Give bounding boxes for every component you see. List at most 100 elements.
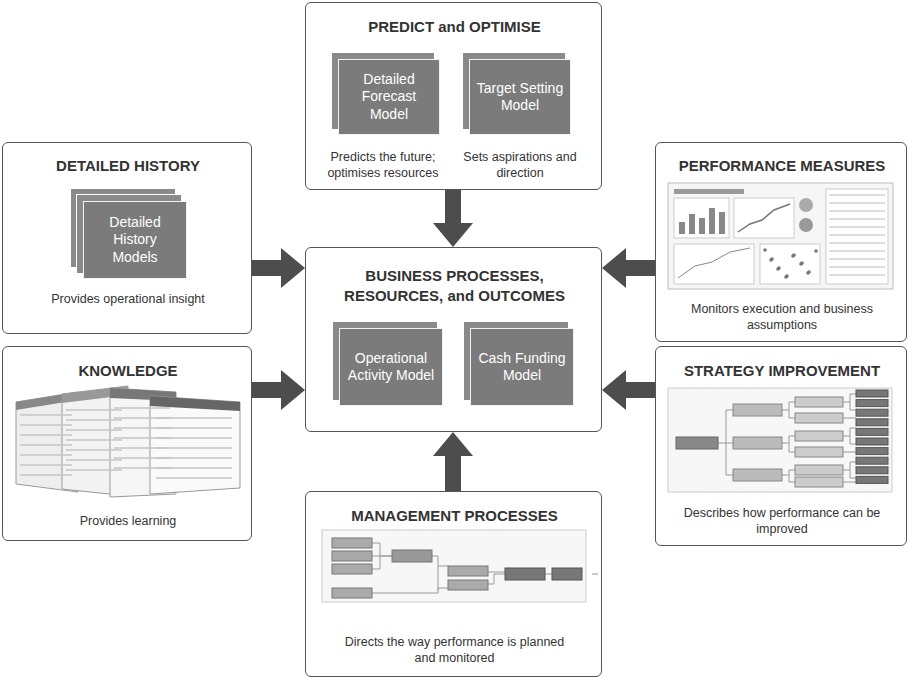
strategy-tree-thumbnail-part — [718, 394, 856, 482]
model-box: Detailed History Models — [83, 201, 187, 279]
dashboard-thumbnail-part-part — [763, 248, 767, 252]
dashboard-thumbnail-part — [699, 218, 705, 234]
flow-arrow — [626, 382, 655, 398]
web-pages-thumbnail-part — [150, 396, 240, 494]
box-heading: BUSINESS PROCESSES, RESOURCES, and OUTCO… — [326, 266, 583, 305]
dashboard-thumbnail-part-part — [799, 262, 803, 266]
process-flow-thumbnail-part — [332, 588, 372, 598]
group-box: KNOWLEDGE Provides learning — [2, 346, 252, 541]
dashboard-thumbnail-part-part — [807, 270, 811, 274]
web-pages-thumbnail-part-part — [156, 427, 232, 429]
dashboard-thumbnail-part-part — [769, 258, 773, 262]
strategy-tree-thumbnail-part-part — [856, 448, 888, 455]
strategy-tree-thumbnail-part — [733, 437, 782, 449]
model-label: Operational Activity Model — [346, 350, 436, 385]
box-heading: KNOWLEDGE — [3, 361, 253, 381]
model-box: Cash Funding Model — [470, 328, 574, 406]
strategy-tree-thumbnail-part — [795, 397, 843, 407]
process-flow-thumbnail-part — [505, 568, 545, 580]
web-pages-thumbnail — [16, 386, 240, 497]
strategy-tree-thumbnail-part — [676, 437, 718, 449]
dashboard-thumbnail-part-part — [784, 275, 788, 279]
web-pages-thumbnail-part-part — [66, 439, 122, 441]
strategy-tree-thumbnail-part — [795, 465, 843, 475]
group-box: STRATEGY IMPROVEMENT Describes how perfor… — [655, 346, 907, 546]
model-box: Operational Activity Model — [339, 328, 443, 406]
model-box: Detailed Forecast Model — [338, 59, 440, 135]
flow-arrow — [252, 382, 281, 398]
dashboard-thumbnail-part — [826, 189, 888, 284]
web-pages-thumbnail-part-part — [156, 417, 232, 419]
dashboard-thumbnail-part — [734, 198, 794, 238]
strategy-tree-thumbnail — [668, 388, 892, 492]
strategy-tree-thumbnail-part — [733, 469, 782, 481]
model-label: Target Setting Model — [476, 80, 564, 115]
box-heading: DETAILED HISTORY — [3, 156, 253, 176]
strategy-tree-thumbnail-part — [733, 404, 782, 416]
dashboard-thumbnail-part-part — [776, 267, 780, 271]
dashboard-thumbnail-part-part — [829, 267, 885, 268]
dashboard-thumbnail-part-part — [829, 195, 885, 196]
web-pages-thumbnail-part-part — [66, 429, 122, 431]
web-pages-thumbnail-part-part — [20, 434, 72, 436]
web-pages-thumbnail-part-part — [114, 407, 170, 409]
group-box: PERFORMANCE MEASURESMonitors execution a… — [655, 142, 907, 342]
box-caption: Provides learning — [28, 513, 228, 529]
web-pages-thumbnail-part-part — [20, 424, 72, 426]
dashboard-thumbnail-part-part — [829, 203, 885, 204]
dashboard-thumbnail-part-part — [829, 235, 885, 236]
dashboard-thumbnail-part-part — [829, 243, 885, 244]
web-pages-thumbnail-part-part — [156, 467, 232, 469]
dashboard-thumbnail-part-part — [792, 253, 796, 257]
dashboard-thumbnail-part — [799, 218, 813, 232]
dashboard-thumbnail-part — [668, 183, 893, 289]
strategy-tree-thumbnail-part-part — [856, 419, 888, 426]
dashboard-thumbnail-part — [709, 208, 715, 234]
process-flow-thumbnail-part-part — [372, 543, 392, 569]
box-caption: Monitors execution and business assumpti… — [672, 301, 892, 334]
group-box: MANAGEMENT PROCESSESDirects the way perf… — [305, 491, 602, 677]
process-flow-thumbnail-part — [332, 538, 372, 548]
web-pages-thumbnail-part-part — [20, 464, 72, 466]
strategy-tree-thumbnail-part-part — [856, 438, 888, 445]
strategy-tree-thumbnail-part — [856, 390, 888, 483]
dashboard-thumbnail-part-part — [829, 275, 885, 276]
flow-arrow — [445, 456, 461, 491]
dashboard-thumbnail-part-part — [829, 219, 885, 220]
dashboard-thumbnail-part — [678, 248, 750, 278]
dashboard-thumbnail-part-part — [829, 227, 885, 228]
process-flow-thumbnail-part — [332, 551, 372, 561]
dashboard-thumbnail-part — [674, 189, 744, 194]
box-caption: Predicts the future; optimises resources — [313, 149, 453, 182]
dashboard-thumbnail-part — [674, 244, 754, 284]
dashboard-thumbnail-part — [719, 212, 725, 234]
dashboard-thumbnail-part — [674, 198, 729, 238]
web-pages-thumbnail-part-part — [66, 469, 122, 471]
web-pages-thumbnail-part-part — [156, 457, 232, 459]
strategy-tree-thumbnail-part-part — [856, 428, 888, 435]
web-pages-thumbnail-part-part — [20, 474, 72, 476]
dashboard-thumbnail — [668, 183, 893, 289]
group-box: DETAILED HISTORY Provides operational ins… — [2, 142, 252, 334]
dashboard-thumbnail-part — [763, 248, 818, 279]
dashboard-thumbnail-part-part — [791, 254, 795, 258]
dashboard-thumbnail-part — [679, 222, 685, 234]
flow-arrow — [626, 260, 655, 276]
strategy-tree-thumbnail-part-part — [856, 467, 888, 474]
dashboard-thumbnail-part-part — [777, 266, 781, 270]
process-flow-thumbnail-part — [372, 543, 598, 593]
dashboard-thumbnail-part-part — [770, 257, 774, 261]
dashboard-thumbnail-part — [760, 244, 820, 284]
process-flow-thumbnail-part — [552, 568, 582, 580]
dashboard-thumbnail-part-part — [800, 261, 804, 265]
box-caption: Describes how performance can be improve… — [682, 505, 882, 538]
box-caption: Provides operational insight — [38, 291, 218, 307]
web-pages-thumbnail-part-part — [20, 414, 72, 416]
web-pages-thumbnail-part-part — [66, 409, 122, 411]
box-heading: STRATEGY IMPROVEMENT — [656, 361, 908, 381]
box-caption: Directs the way performance is planned a… — [344, 634, 565, 667]
dashboard-thumbnail-part-part — [829, 211, 885, 212]
